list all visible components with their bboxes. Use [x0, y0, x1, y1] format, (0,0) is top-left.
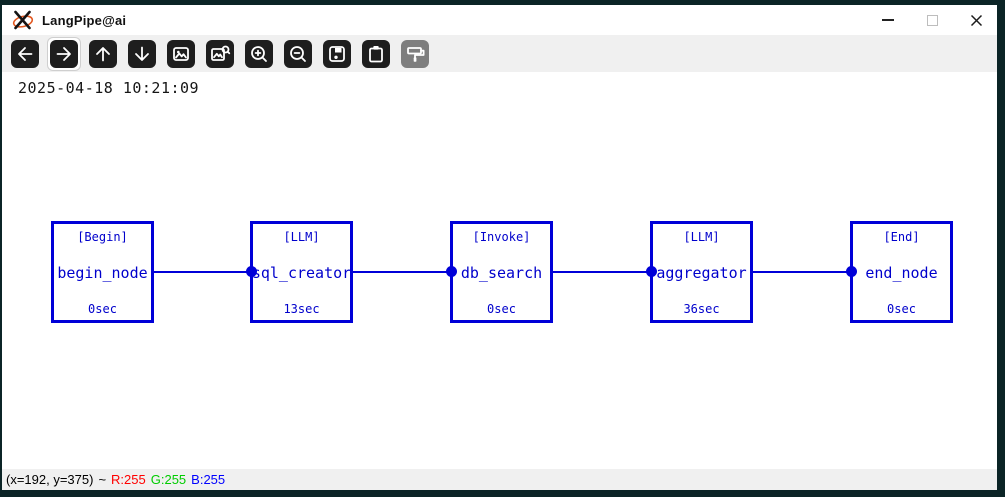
- clipboard-button[interactable]: [359, 37, 393, 71]
- zoom-in-icon: [245, 39, 273, 68]
- maximize-icon: [926, 14, 938, 26]
- close-icon: [970, 14, 982, 26]
- close-button[interactable]: [961, 5, 991, 35]
- clipboard-icon: [362, 39, 390, 68]
- maximize-button[interactable]: [917, 5, 947, 35]
- image-button[interactable]: [164, 37, 198, 71]
- blue-value-label: B:255: [191, 472, 226, 487]
- paint-button[interactable]: [398, 37, 432, 71]
- status-separator: ~: [98, 472, 107, 487]
- pipeline-node-aggregator[interactable]: [LLM] aggregator 36sec: [650, 221, 753, 323]
- window-controls: [873, 5, 991, 35]
- node-name-label: end_node: [865, 264, 938, 282]
- timestamp-label: 2025-04-18 10:21:09: [18, 79, 200, 97]
- image-search-icon: [206, 39, 234, 68]
- nav-up-button[interactable]: [86, 37, 120, 71]
- node-time-label: 0sec: [487, 302, 516, 316]
- paint-roller-icon: [401, 39, 429, 68]
- nav-right-button[interactable]: [47, 36, 81, 71]
- arrow-left-icon: [11, 39, 39, 68]
- node-input-dot: [646, 266, 657, 277]
- pipeline-edge: [753, 271, 850, 273]
- save-icon: [323, 39, 351, 68]
- arrow-down-icon: [128, 39, 156, 68]
- node-time-label: 0sec: [88, 302, 117, 316]
- save-button[interactable]: [320, 37, 354, 71]
- window-title: LangPipe@ai: [42, 12, 127, 28]
- pipeline-edge: [353, 271, 450, 273]
- cursor-position-label: (x=192, y=375): [6, 472, 94, 487]
- minimize-icon: [882, 19, 894, 21]
- node-input-dot: [246, 266, 257, 277]
- pipeline-node-db_search[interactable]: [Invoke] db_search 0sec: [450, 221, 553, 323]
- node-time-label: 36sec: [683, 302, 720, 316]
- toolbar: [2, 35, 997, 72]
- arrow-right-icon: [50, 39, 78, 68]
- pipeline-edge: [154, 271, 250, 273]
- node-name-label: db_search: [460, 264, 543, 282]
- node-type-label: [LLM]: [283, 230, 320, 244]
- app-window: LangPipe@ai 2025-04-18 10:21:09 [Begin] b…: [2, 5, 997, 490]
- status-bar: (x=192, y=375) ~ R:255 G:255 B:255: [2, 469, 997, 490]
- node-time-label: 0sec: [887, 302, 916, 316]
- arrow-up-icon: [89, 39, 117, 68]
- zoom-in-button[interactable]: [242, 37, 276, 71]
- node-name-label: aggregator: [656, 264, 747, 282]
- node-name-label: begin_node: [57, 264, 148, 282]
- node-type-label: [End]: [883, 230, 920, 244]
- diagram-canvas[interactable]: 2025-04-18 10:21:09 [Begin] begin_node 0se…: [2, 72, 997, 469]
- node-type-label: [Invoke]: [472, 230, 531, 244]
- zoom-out-icon: [284, 39, 312, 68]
- pipeline-node-end_node[interactable]: [End] end_node 0sec: [850, 221, 953, 323]
- pipeline-edge: [553, 271, 650, 273]
- nav-down-button[interactable]: [125, 37, 159, 71]
- pipeline-node-sql_creator[interactable]: [LLM] sql_creator 13sec: [250, 221, 353, 323]
- node-input-dot: [446, 266, 457, 277]
- node-name-label: sql_creator: [251, 264, 352, 282]
- red-value-label: R:255: [111, 472, 146, 487]
- image-icon: [167, 39, 195, 68]
- nav-left-button[interactable]: [8, 37, 42, 71]
- zoom-out-button[interactable]: [281, 37, 315, 71]
- app-logo-icon: [12, 10, 34, 30]
- title-bar: LangPipe@ai: [2, 5, 997, 35]
- green-value-label: G:255: [150, 472, 187, 487]
- node-type-label: [LLM]: [683, 230, 720, 244]
- node-type-label: [Begin]: [77, 230, 128, 244]
- image-search-button[interactable]: [203, 37, 237, 71]
- pipeline-node-begin_node[interactable]: [Begin] begin_node 0sec: [51, 221, 154, 323]
- minimize-button[interactable]: [873, 5, 903, 35]
- node-time-label: 13sec: [283, 302, 320, 316]
- node-input-dot: [846, 266, 857, 277]
